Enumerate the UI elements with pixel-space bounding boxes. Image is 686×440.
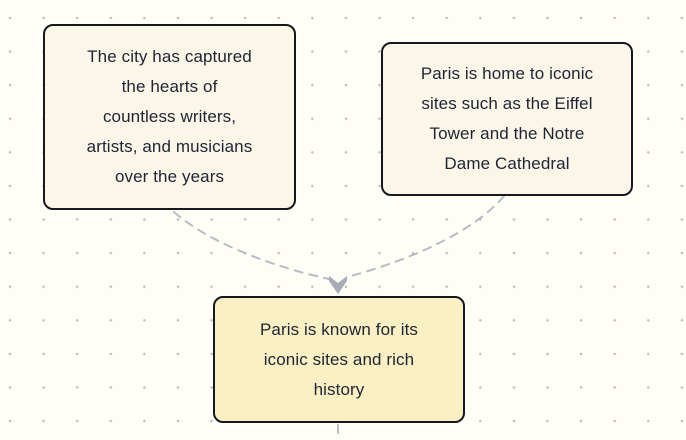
node-summary[interactable]: Paris is known for its iconic sites and … [213, 296, 465, 423]
node-iconic-sites[interactable]: Paris is home to iconic sites such as th… [381, 42, 633, 196]
node-city-hearts[interactable]: The city has captured the hearts of coun… [43, 24, 296, 210]
node-iconic-sites-label: Paris is home to iconic sites such as th… [420, 64, 594, 173]
edge-iconic-sites-to-summary[interactable] [346, 195, 505, 278]
node-summary-label: Paris is known for its iconic sites and … [259, 319, 419, 399]
node-city-hearts-label: The city has captured the hearts of coun… [86, 47, 253, 186]
edge-city-hearts-to-summary[interactable] [173, 211, 330, 280]
arrowhead-down-icon [329, 276, 347, 294]
